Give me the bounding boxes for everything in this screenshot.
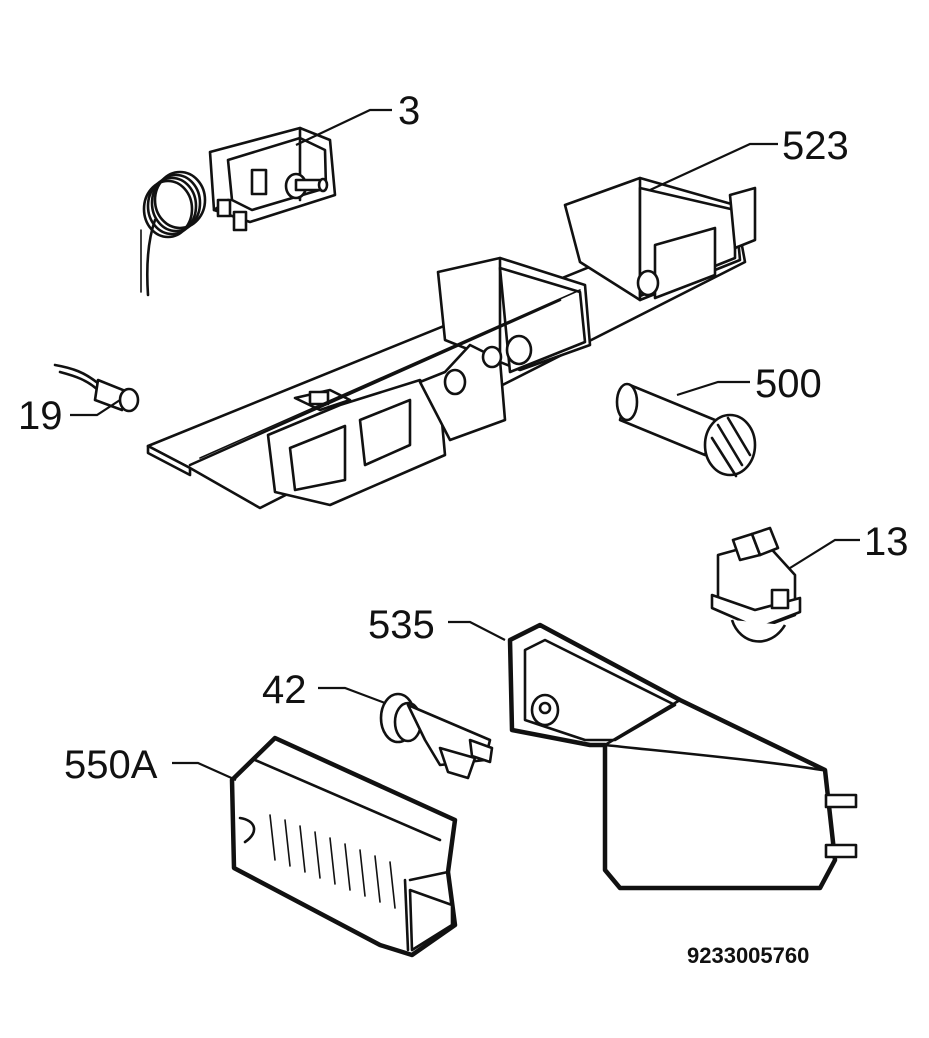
- part-3-thermostat: [140, 126, 337, 297]
- label-523: 523: [782, 124, 849, 168]
- part-19-bulb: [53, 363, 140, 413]
- part-523-housing: [146, 176, 757, 510]
- label-42: 42: [262, 668, 307, 712]
- drawing-code: 9233005760: [687, 943, 809, 968]
- part-500-screw: [615, 382, 757, 478]
- part-42-lamp-holder: [379, 692, 494, 780]
- label-19: 19: [18, 394, 63, 438]
- label-13: 13: [864, 520, 909, 564]
- label-535: 535: [368, 603, 435, 647]
- part-535-lamp-cover: [507, 622, 858, 891]
- label-500: 500: [755, 362, 822, 406]
- part-550a-grille-cover: [229, 735, 458, 958]
- label-3: 3: [398, 89, 420, 133]
- leader-lines: [70, 108, 860, 782]
- label-550a: 550A: [64, 743, 158, 787]
- part-13-switch: [710, 526, 802, 643]
